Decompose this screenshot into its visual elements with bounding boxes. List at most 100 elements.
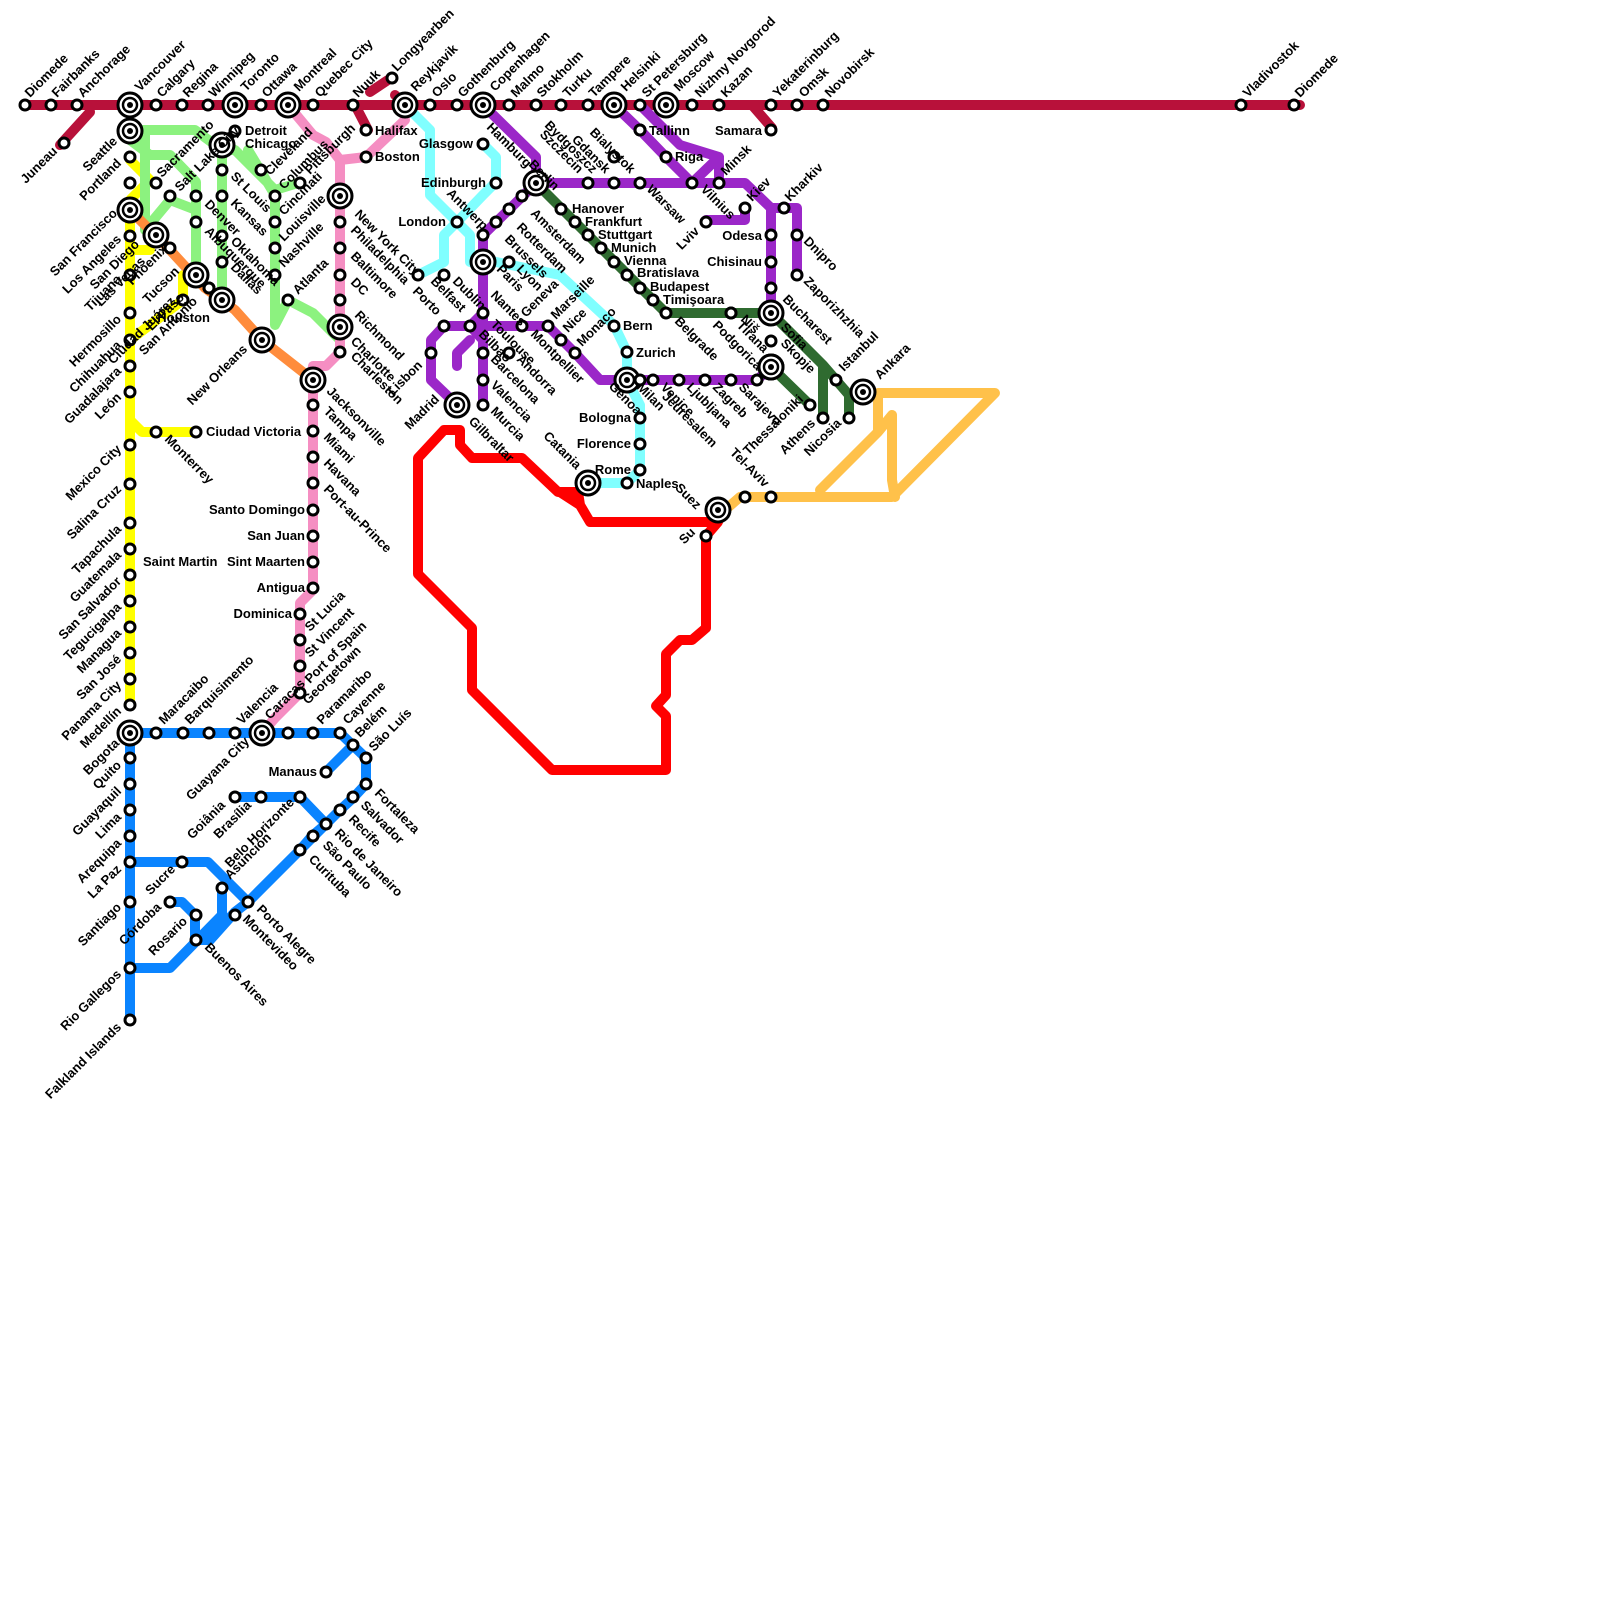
station-marker — [790, 268, 804, 282]
station-dot — [581, 98, 595, 112]
station-dot — [306, 581, 320, 595]
station-marker — [293, 607, 307, 621]
station-marker — [123, 1013, 137, 1027]
interchange-station-marker — [443, 391, 471, 419]
station-label: Stuttgart — [598, 227, 653, 242]
station-label: Santiago — [75, 899, 124, 948]
station-dot — [281, 293, 295, 307]
interchange-station-marker — [116, 91, 144, 119]
station-ring — [854, 383, 872, 401]
station-dot — [228, 908, 242, 922]
station-dot — [359, 751, 373, 765]
station-label: Budapest — [650, 279, 710, 294]
station-label: Monterrey — [162, 432, 218, 488]
station-marker — [581, 228, 595, 242]
station-marker — [333, 215, 347, 229]
station-marker — [123, 620, 137, 634]
station-dot — [293, 607, 307, 621]
station-marker — [502, 346, 516, 360]
station-dot — [816, 411, 830, 425]
interchange-station-marker — [704, 496, 732, 524]
station-dot — [259, 337, 265, 343]
station-label: Vienna — [624, 253, 667, 268]
station-marker — [306, 98, 320, 112]
station-marker — [699, 215, 713, 229]
station-dot — [533, 180, 539, 186]
interchange-station-marker — [208, 131, 236, 159]
station-marker — [268, 268, 282, 282]
station-dot — [228, 124, 242, 138]
station-ring — [474, 253, 492, 271]
station-marker — [659, 306, 673, 320]
station-label: Antigua — [257, 580, 306, 595]
station-dot — [18, 98, 32, 112]
station-marker — [411, 268, 425, 282]
station-dot — [254, 790, 268, 804]
station-dot — [476, 373, 490, 387]
station-dot — [633, 437, 647, 451]
station-dot — [529, 98, 543, 112]
station-marker — [764, 255, 778, 269]
station-marker — [189, 908, 203, 922]
station-marker — [594, 241, 608, 255]
station-marker — [463, 319, 477, 333]
station-dot — [123, 333, 137, 347]
interchange-station-marker — [391, 91, 419, 119]
station-marker — [502, 255, 516, 269]
station-marker — [816, 98, 830, 112]
station-ring — [605, 96, 623, 114]
station-label: Houston — [157, 310, 210, 325]
station-dot — [175, 98, 189, 112]
station-dot — [149, 726, 163, 740]
station-marker — [633, 463, 647, 477]
interchange-station-marker — [221, 91, 249, 119]
station-marker — [699, 529, 713, 543]
station-marker — [123, 672, 137, 686]
station-dot — [607, 319, 621, 333]
station-dot — [633, 98, 647, 112]
station-dot — [123, 829, 137, 843]
station-dot — [554, 202, 568, 216]
station-marker — [633, 123, 647, 137]
station-dot — [476, 306, 490, 320]
station-dot — [202, 281, 216, 295]
station-marker — [764, 490, 778, 504]
station-label: Santo Domingo — [209, 502, 305, 517]
station-ring — [527, 174, 545, 192]
station-marker — [189, 215, 203, 229]
interchange-station-marker — [849, 378, 877, 406]
station-marker — [293, 633, 307, 647]
station-marker — [346, 738, 360, 752]
station-label: Ciudad Victoria — [206, 424, 302, 439]
station-marker — [333, 293, 347, 307]
station-marker — [215, 189, 229, 203]
station-marker — [712, 98, 726, 112]
station-dot — [57, 136, 71, 150]
station-marker — [829, 373, 843, 387]
station-dot — [259, 730, 265, 736]
station-dot — [581, 228, 595, 242]
station-label: Lviv — [673, 223, 703, 253]
station-dot — [385, 71, 399, 85]
station-dot — [581, 176, 595, 190]
station-dot — [346, 738, 360, 752]
station-marker — [123, 594, 137, 608]
station-label: Bologna — [579, 410, 632, 425]
station-marker — [306, 581, 320, 595]
station-dot — [750, 373, 764, 387]
station-marker — [764, 228, 778, 242]
station-dot — [337, 193, 343, 199]
station-marker — [228, 790, 242, 804]
station-dot — [502, 255, 516, 269]
station-marker — [306, 450, 320, 464]
station-dot — [201, 98, 215, 112]
station-marker — [228, 124, 242, 138]
station-marker — [175, 98, 189, 112]
station-dot — [127, 207, 133, 213]
station-dot — [123, 306, 137, 320]
station-dot — [1287, 98, 1301, 112]
station-dot — [476, 137, 490, 151]
station-dot — [463, 319, 477, 333]
station-dot — [359, 777, 373, 791]
station-marker — [293, 790, 307, 804]
